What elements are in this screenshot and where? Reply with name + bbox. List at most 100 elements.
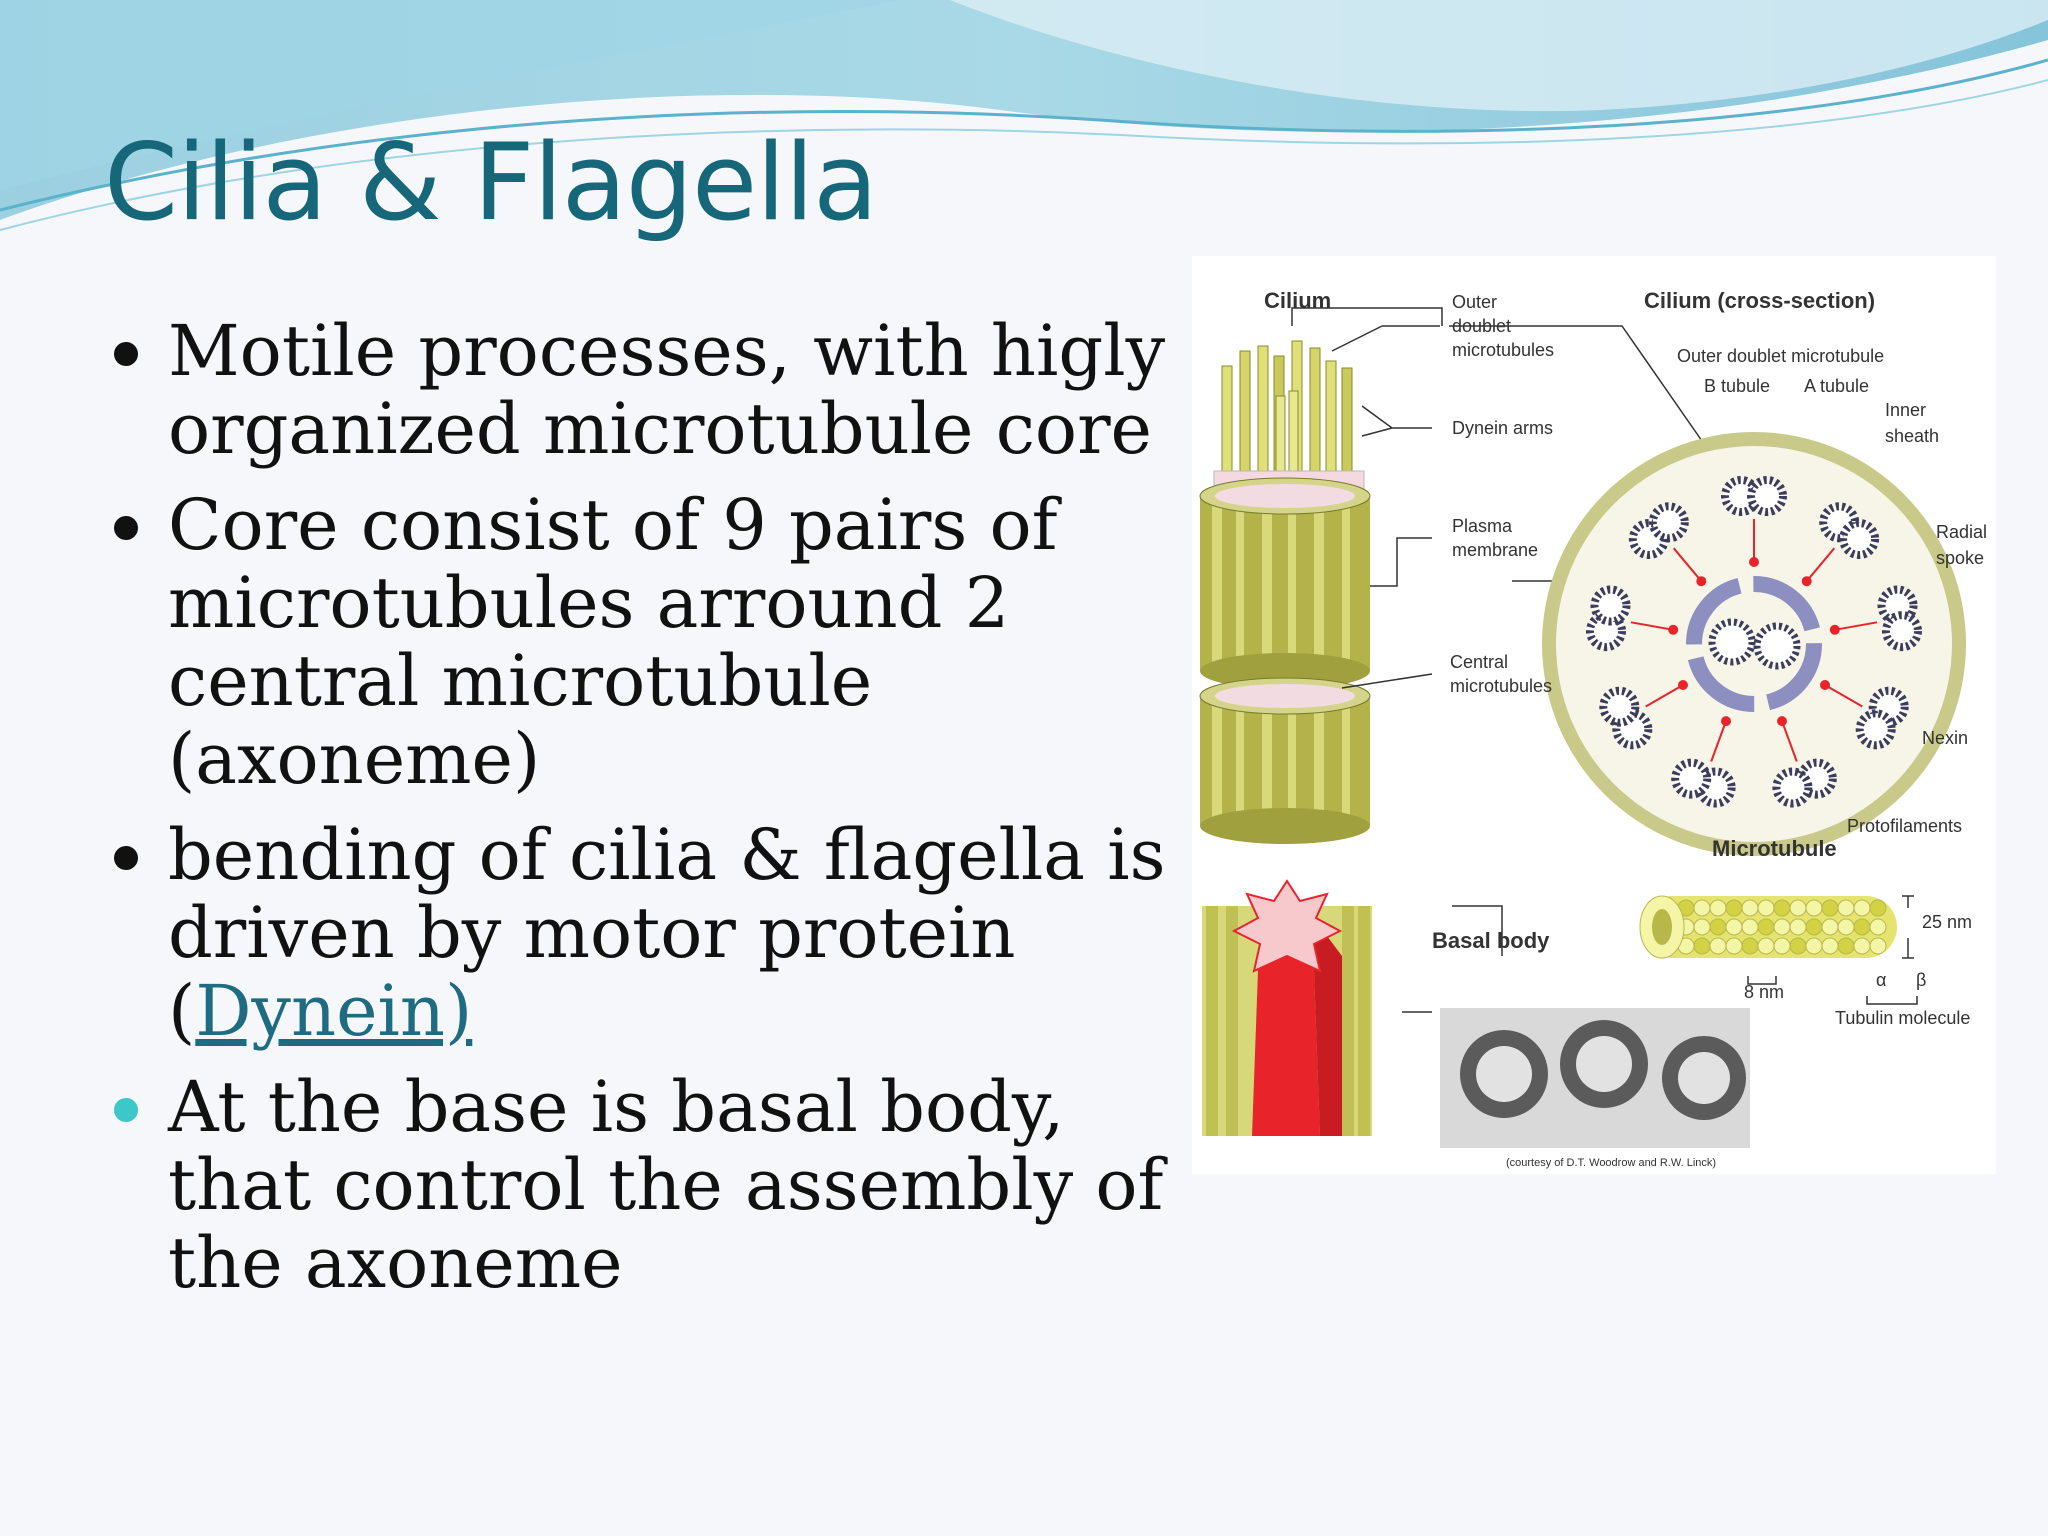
lower-cylinder (1199, 677, 1371, 844)
tubulin-bead (1725, 937, 1743, 955)
doublet-tubule (1747, 476, 1787, 516)
tubulin-bead (1837, 918, 1855, 936)
tubulin-bead (1821, 918, 1839, 936)
bullet-list: Motile processes, with higly organized m… (110, 312, 1170, 1320)
spoke-head (1749, 557, 1759, 567)
beta-label: β (1916, 970, 1926, 990)
radial-spoke-label: Radial (1936, 522, 1987, 542)
tubulin-bead (1709, 918, 1727, 936)
bullet-dot-icon (114, 1098, 138, 1122)
tubulin-bead (1709, 937, 1727, 955)
doublet-tubule (1599, 686, 1640, 727)
spoke-head (1829, 624, 1840, 635)
tubulin-bead (1773, 899, 1791, 917)
tubulin-bead (1805, 918, 1823, 936)
spoke-head (1678, 680, 1688, 690)
tubulin-bead (1869, 918, 1887, 936)
nm8-label: 8 nm (1744, 982, 1784, 1002)
tubulin-bead (1853, 937, 1871, 955)
radial-spoke (1710, 720, 1727, 762)
tubulin-bead (1789, 918, 1807, 936)
courtesy-label: (courtesy of D.T. Woodrow and R.W. Linck… (1506, 1157, 1716, 1169)
outer-doublet-label: Outer (1452, 292, 1497, 312)
radial-spoke (1630, 621, 1674, 631)
tubulin-bead (1773, 937, 1791, 955)
central-microtubules-label: Central (1450, 652, 1508, 672)
bullet-item: At the base is basal body, that control … (110, 1068, 1170, 1302)
tubulin-bead (1725, 918, 1743, 936)
outer-doublet-label: microtubules (1452, 340, 1554, 360)
radial-spoke (1834, 621, 1878, 631)
tubulin-bead (1693, 899, 1711, 917)
bullet-item: Motile processes, with higly organized m… (110, 312, 1170, 468)
radial-spoke (1824, 684, 1863, 708)
tubulin-bead (1869, 937, 1887, 955)
spoke-head (1820, 680, 1830, 690)
tubulin-bead (1741, 937, 1759, 955)
header-wave-decoration (0, 0, 2048, 231)
doublet-tubule (1855, 709, 1896, 750)
tubulin-bead (1757, 918, 1775, 936)
spoke-head (1721, 716, 1731, 727)
radial-spoke (1805, 547, 1836, 582)
tubulin-bead (1853, 899, 1871, 917)
tubulin-bead (1853, 918, 1871, 936)
cilium-longitudinal-illustration (1199, 340, 1371, 844)
tubulin-bead (1837, 937, 1855, 955)
spoke-head (1668, 624, 1679, 635)
tubulin-bead (1805, 937, 1823, 955)
nexin-label: Nexin (1922, 728, 1968, 748)
protofilaments-label: Protofilaments (1847, 816, 1962, 836)
b-tubule-label: B tubule (1704, 376, 1770, 396)
tubulin-molecule-label: Tubulin molecule (1835, 1008, 1970, 1028)
tubulin-bead (1757, 899, 1775, 917)
doublet-tubule (1671, 758, 1712, 799)
cilium-label: Cilium (1264, 288, 1331, 313)
spoke-head (1696, 576, 1707, 587)
scale-marks (1747, 895, 1918, 1005)
microtubule-illustration (1639, 895, 1897, 959)
plasma-membrane-label: Plasma (1452, 516, 1513, 536)
radial-spoke-label: spoke (1936, 548, 1984, 568)
basal-body-illustration (1202, 879, 1372, 1136)
bullet-item: Core consist of 9 pairs of microtubules … (110, 486, 1170, 798)
cilium-diagram-svg: Cilium Outer doublet microtubules Dynein… (1199, 288, 1987, 1169)
radial-spoke (1672, 547, 1703, 582)
tubulin-bead (1757, 937, 1775, 955)
cross-section-illustration (1542, 432, 1966, 856)
outer-doublet-microtubule-label: Outer doublet microtubule (1677, 346, 1884, 366)
outer-doublet-label: doublet (1452, 316, 1511, 336)
tubulin-bead (1789, 937, 1807, 955)
tubulin-bead (1805, 899, 1823, 917)
tubulin-bead (1741, 918, 1759, 936)
alpha-label: α (1876, 970, 1886, 990)
tubulin-bead (1693, 918, 1711, 936)
plasma-membrane-label: membrane (1452, 540, 1538, 560)
spoke-head (1777, 716, 1787, 727)
basal-body-micrograph (1440, 1008, 1750, 1148)
bullet-item: bending of cilia & flagella is driven by… (110, 816, 1170, 1050)
tubulin-bead (1773, 918, 1791, 936)
tubulin-bead (1869, 899, 1887, 917)
bullet-text: Core consist of 9 pairs of microtubules … (168, 484, 1058, 800)
bullet-text: Motile processes, with higly organized m… (168, 310, 1166, 470)
nm25-label: 25 nm (1922, 912, 1972, 932)
bullet-dot-icon (114, 342, 138, 366)
bullet-dot-icon (114, 846, 138, 870)
inner-sheath-label: sheath (1885, 426, 1939, 446)
basal-body-label: Basal body (1432, 928, 1550, 953)
slide-title: Cilia & Flagella (104, 121, 878, 244)
doublet-tubule (1590, 585, 1631, 626)
tubulin-bead (1821, 899, 1839, 917)
tubulin-bead (1789, 899, 1807, 917)
doublet-tubule (1882, 611, 1922, 652)
doublet-tubule (1772, 767, 1813, 808)
central-microtubules-label: microtubules (1450, 676, 1552, 696)
doublet-tubule (1839, 519, 1880, 559)
dynein-link[interactable]: Dynein) (195, 970, 473, 1052)
upper-cylinder (1199, 477, 1371, 689)
a-tubule-label: A tubule (1804, 376, 1869, 396)
inner-sheath-label: Inner (1885, 400, 1926, 420)
doublet-tubule (1648, 502, 1689, 543)
cilium-diagram: Cilium Outer doublet microtubules Dynein… (1192, 256, 1996, 1174)
